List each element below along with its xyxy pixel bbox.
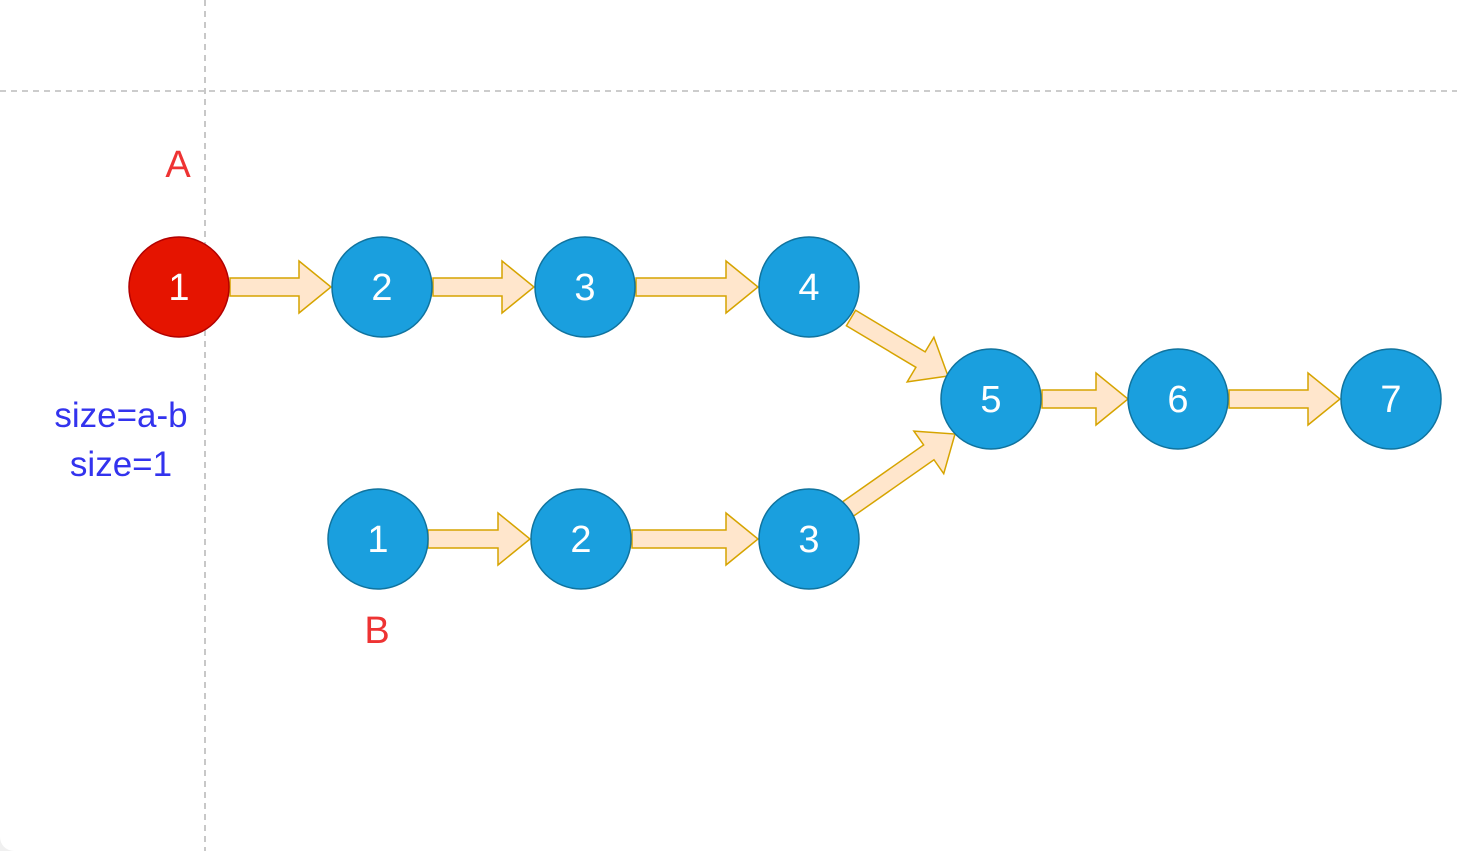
arrow-a4-s5 — [845, 309, 950, 383]
size-note-line-2: size=1 — [70, 445, 172, 484]
list-a-node-4: 4 — [758, 236, 860, 338]
node-circle — [327, 488, 429, 590]
nodes-group: 1 2 3 4 1 2 3 5 6 7 — [128, 236, 1442, 590]
node-circle — [758, 488, 860, 590]
list-a-node-1: 1 — [128, 236, 230, 338]
arrow-b3-s5 — [841, 430, 956, 518]
node-circle — [1340, 348, 1442, 450]
node-circle — [758, 236, 860, 338]
pointer-b-label: B — [364, 610, 389, 652]
node-value: 7 — [1380, 379, 1401, 421]
arrows-group — [229, 259, 1342, 567]
shared-node-3: 7 — [1340, 348, 1442, 450]
node-circle — [940, 348, 1042, 450]
arrow-a2-a3 — [432, 259, 536, 315]
node-value: 1 — [168, 267, 189, 309]
node-value: 2 — [371, 267, 392, 309]
shared-node-2: 6 — [1127, 348, 1229, 450]
node-value: 3 — [574, 267, 595, 309]
node-circle — [534, 236, 636, 338]
list-b-node-1: 1 — [327, 488, 429, 590]
arrow-b1-b2 — [427, 511, 532, 567]
node-circle — [128, 236, 230, 338]
shared-node-1: 5 — [940, 348, 1042, 450]
node-value: 2 — [570, 519, 591, 561]
node-value: 3 — [798, 519, 819, 561]
list-a-node-2: 2 — [331, 236, 433, 338]
list-a-node-3: 3 — [534, 236, 636, 338]
size-note-line-1: size=a-b — [54, 396, 187, 435]
arrow-s5-s6 — [1041, 371, 1130, 427]
node-circle — [331, 236, 433, 338]
list-b-node-3: 3 — [758, 488, 860, 590]
node-value: 1 — [367, 519, 388, 561]
node-value: 6 — [1167, 379, 1188, 421]
list-b-node-2: 2 — [530, 488, 632, 590]
node-circle — [1127, 348, 1229, 450]
arrow-b2-b3 — [631, 511, 760, 567]
node-value: 4 — [798, 267, 819, 309]
node-value: 5 — [980, 379, 1001, 421]
arrow-a3-a4 — [635, 259, 760, 315]
pointer-a-label: A — [165, 144, 191, 186]
node-circle — [530, 488, 632, 590]
arrow-a1-a2 — [229, 259, 333, 315]
arrow-s6-s7 — [1228, 371, 1342, 427]
